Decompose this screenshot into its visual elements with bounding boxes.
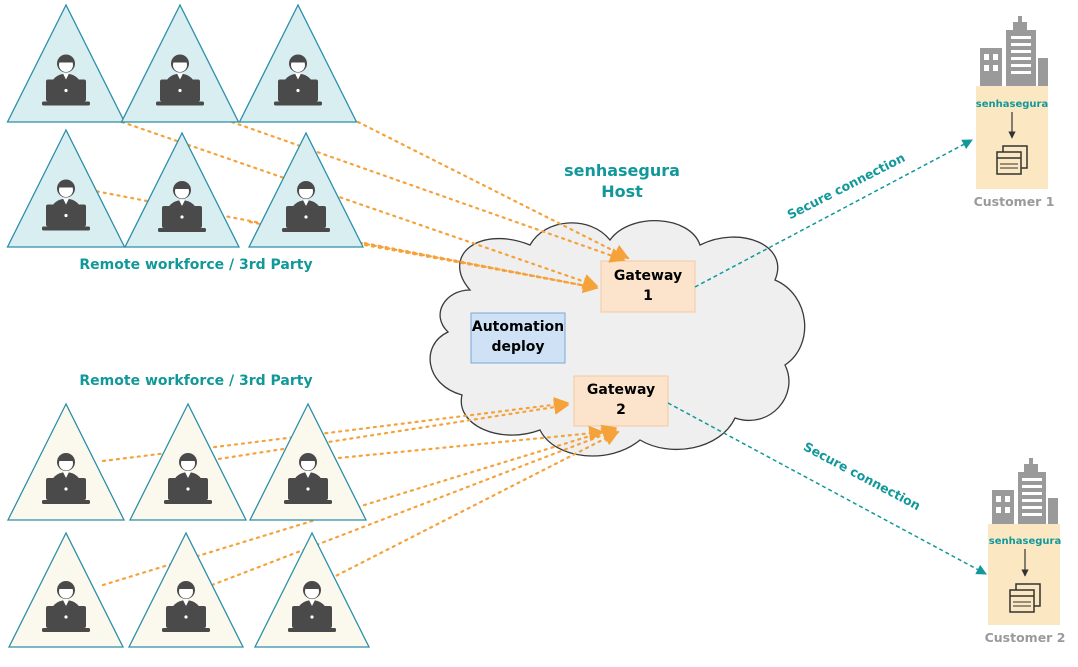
link-top-c — [120, 120, 599, 289]
automation-label: Automation — [472, 319, 564, 335]
user-laptop-icon — [42, 581, 90, 632]
bottom-group-person-2 — [128, 402, 248, 521]
link-top-f — [363, 243, 599, 294]
top-group-person-6 — [247, 131, 365, 248]
user-laptop-icon — [42, 453, 90, 504]
customer-2: senhasegura Customer 2 — [985, 458, 1066, 645]
customer-2-product: senhasegura — [989, 536, 1061, 547]
gateway-2-number: 2 — [616, 402, 626, 418]
customer-2-name: Customer 2 — [985, 630, 1066, 645]
user-laptop-icon — [156, 54, 204, 106]
customer-1-product: senhasegura — [976, 99, 1048, 110]
bottom-group-person-1 — [6, 402, 126, 521]
user-laptop-icon — [162, 581, 210, 632]
link-top-b — [230, 120, 626, 263]
user-laptop-icon — [284, 453, 332, 504]
group-top-label: Remote workforce / 3rd Party — [79, 257, 312, 273]
user-laptop-icon — [274, 54, 322, 106]
top-group-person-2 — [120, 3, 240, 123]
bottom-group-person-6 — [253, 531, 371, 648]
user-laptop-icon — [164, 453, 212, 504]
bottom-group-person-3 — [248, 402, 368, 521]
customer-1: senhasegura Customer 1 — [974, 16, 1055, 209]
user-laptop-icon — [282, 181, 330, 232]
gateway-2-box: Gateway 2 — [573, 375, 669, 427]
customer-1-name: Customer 1 — [974, 194, 1055, 209]
bottom-group-person-4 — [7, 531, 125, 648]
secure-connection-2-label: Secure connection — [801, 439, 923, 513]
user-laptop-icon — [42, 54, 90, 106]
link-bottom-e — [210, 427, 618, 587]
cloud-icon — [429, 220, 806, 457]
top-group-person-3 — [238, 3, 358, 123]
user-laptop-icon — [42, 179, 90, 231]
server-window-icon — [1009, 583, 1041, 613]
gateway-2-label: Gateway — [587, 382, 655, 398]
link-bottom-b — [210, 399, 570, 462]
host-subtitle: Host — [601, 182, 643, 201]
automation-sublabel: deploy — [491, 339, 544, 355]
building-icon — [992, 458, 1058, 524]
user-laptop-icon — [158, 181, 206, 232]
user-laptop-icon — [288, 581, 336, 632]
automation-deploy-box: Automation deploy — [470, 312, 566, 364]
group-bottom-label: Remote workforce / 3rd Party — [79, 373, 312, 389]
server-window-icon — [996, 145, 1028, 175]
link-bottom-c — [316, 425, 605, 462]
remote-workforce-groups — [6, 3, 371, 648]
link-top-a — [356, 120, 630, 260]
building-icon — [980, 16, 1048, 86]
host-title: senhasegura — [564, 161, 680, 180]
gateway-1-label: Gateway — [614, 268, 682, 284]
secure-connection-1-label: Secure connection — [785, 150, 908, 222]
gateway-1-number: 1 — [643, 288, 653, 304]
bottom-group-person-5 — [127, 531, 245, 648]
link-bottom-f — [316, 430, 620, 587]
gateway-1-box: Gateway 1 — [600, 260, 696, 313]
top-group-person-4 — [6, 128, 126, 248]
top-group-person-5 — [123, 131, 241, 248]
top-group-person-1 — [6, 3, 126, 123]
